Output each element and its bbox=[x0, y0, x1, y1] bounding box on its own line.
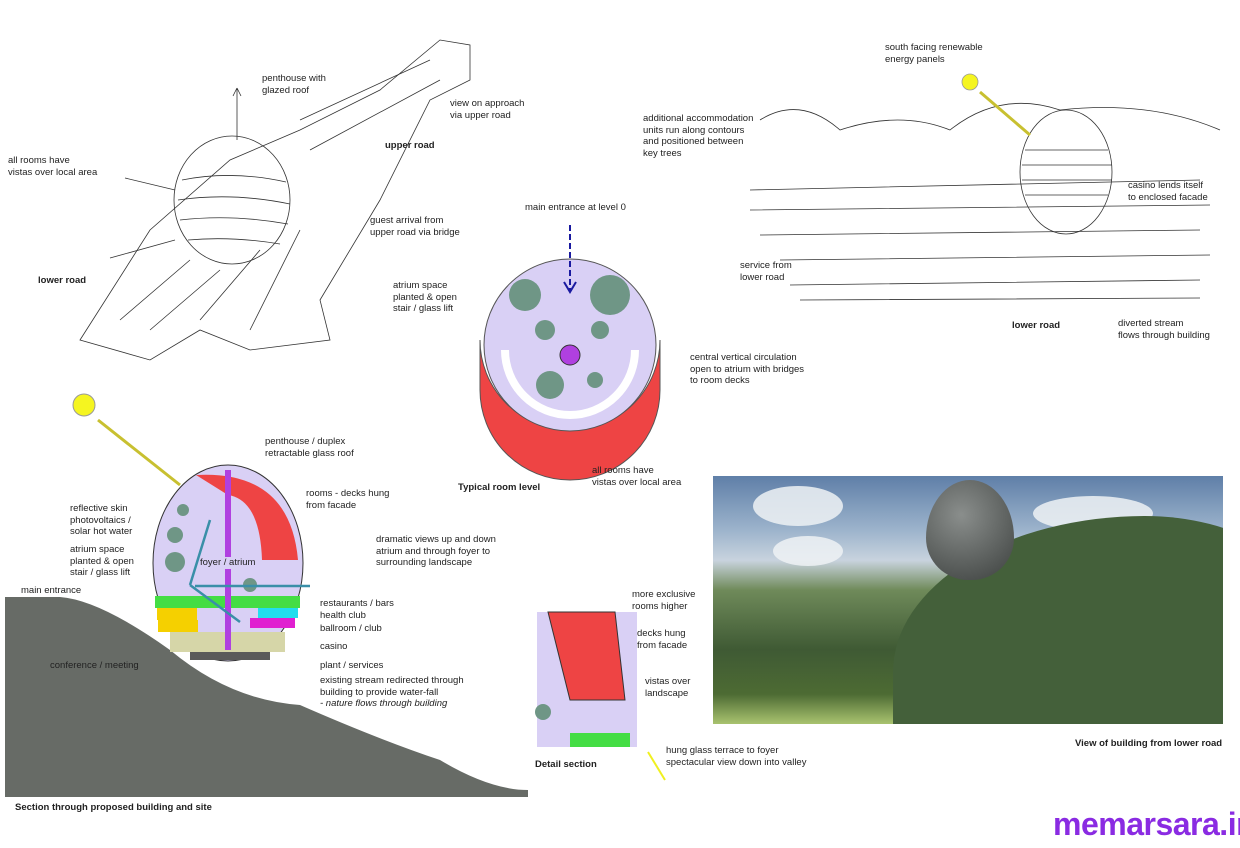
typical-room-level-plan bbox=[479, 225, 661, 481]
label: decks hung from facade bbox=[637, 628, 688, 651]
egg-building bbox=[926, 480, 1014, 580]
label: main entrance bbox=[21, 585, 82, 596]
label: additional accommodation units run along… bbox=[643, 113, 754, 159]
label: penthouse with glazed roof bbox=[262, 73, 326, 96]
label: vistas over landscape bbox=[645, 676, 691, 699]
site-plan-sketch bbox=[79, 39, 471, 361]
elevation-sketch bbox=[749, 73, 1221, 301]
title: Typical room level bbox=[458, 482, 541, 493]
label: view on approach via upper road bbox=[450, 98, 525, 121]
label: - nature flows through building bbox=[320, 698, 448, 709]
label: upper road bbox=[385, 140, 435, 151]
label: atrium space planted & open stair / glas… bbox=[393, 280, 457, 314]
label: atrium space planted & open stair / glas… bbox=[70, 544, 134, 578]
label: more exclusive rooms higher bbox=[632, 589, 696, 612]
label: reflective skin photovoltaics / solar ho… bbox=[70, 503, 133, 537]
label: casino bbox=[320, 641, 348, 652]
title: Detail section bbox=[535, 759, 597, 770]
detail-section-drawing bbox=[535, 611, 666, 781]
label: existing stream redirected through build… bbox=[320, 675, 464, 698]
label: casino lends itself to enclosed facade bbox=[1128, 180, 1208, 203]
label: all rooms have vistas over local area bbox=[8, 155, 98, 178]
label: south facing renewable energy panels bbox=[885, 42, 983, 65]
label: diverted stream flows through building bbox=[1118, 318, 1210, 341]
label: conference / meeting bbox=[50, 660, 139, 671]
label: ballroom / club bbox=[320, 623, 382, 634]
label: all rooms have vistas over local area bbox=[592, 465, 682, 488]
label: health club bbox=[320, 610, 366, 621]
label: main entrance at level 0 bbox=[525, 202, 626, 213]
label: restaurants / bars bbox=[320, 598, 394, 609]
label: penthouse / duplex retractable glass roo… bbox=[265, 436, 354, 459]
label: guest arrival from upper road via bridge bbox=[370, 215, 460, 238]
label: foyer / atrium bbox=[200, 557, 256, 569]
label: rooms - decks hung from facade bbox=[306, 488, 390, 511]
label: lower road bbox=[1012, 320, 1061, 331]
label: lower road bbox=[38, 275, 87, 286]
watermark: memarsara.ir bbox=[1053, 806, 1240, 842]
label: plant / services bbox=[320, 660, 384, 671]
label: hung glass terrace to foyer spectacular … bbox=[666, 745, 807, 768]
title: Section through proposed building and si… bbox=[15, 802, 212, 813]
photo-caption: View of building from lower road bbox=[1075, 738, 1223, 749]
building-photo bbox=[713, 476, 1223, 724]
label: service from lower road bbox=[740, 260, 792, 283]
label: dramatic views up and down atrium and th… bbox=[376, 534, 496, 568]
label: central vertical circulation open to atr… bbox=[690, 352, 805, 386]
